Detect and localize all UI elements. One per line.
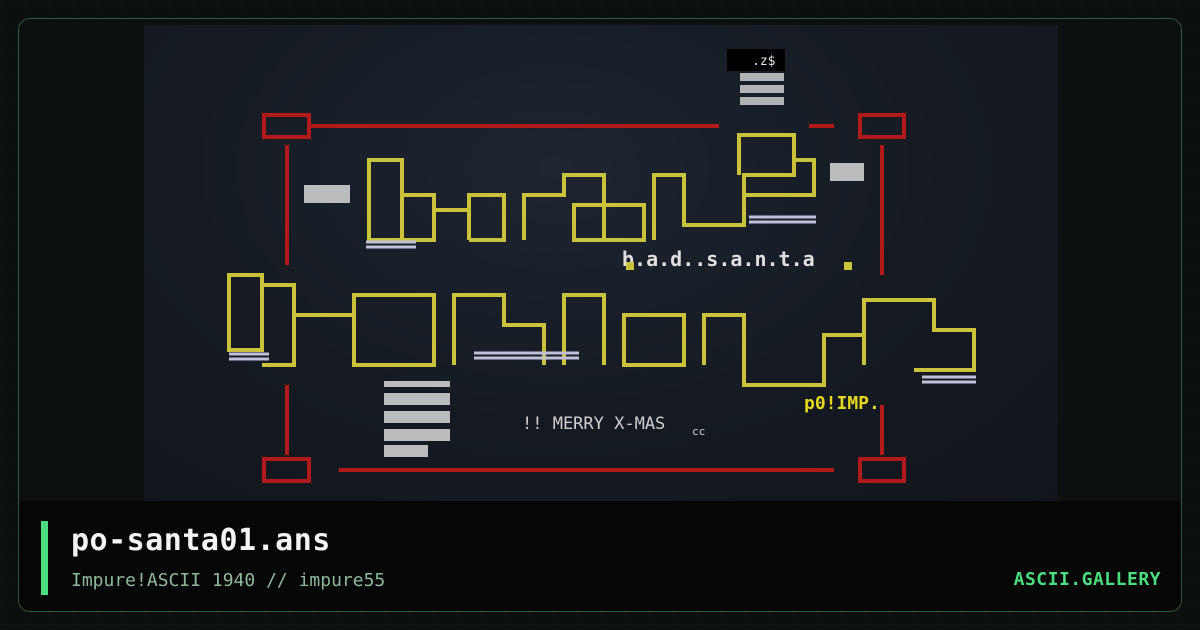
dollar-stack-bottom: [384, 381, 450, 457]
dollar-stack-top: [740, 73, 784, 105]
card-footer: po-santa01.ans Impure!ASCII 1940 // impu…: [19, 501, 1181, 611]
site-brand-link[interactable]: ASCII.GALLERY: [1013, 569, 1161, 590]
logo-bottom-row: [227, 273, 976, 387]
top-tag-text: .z$: [752, 54, 776, 69]
group-tag-text: p0!IMP.: [804, 393, 880, 414]
gallery-card: .z$ b.a.d..s.a.n.t.a: [18, 18, 1182, 612]
sig-dot-right: [844, 262, 852, 270]
arrow-markers: [229, 215, 976, 384]
top-tag-bg: [727, 49, 785, 71]
white-block-left: [304, 185, 350, 203]
greeting-text: !! MERRY X-MAS: [522, 414, 665, 434]
artwork-title[interactable]: po-santa01.ans: [71, 523, 331, 558]
logo-top-row: [367, 133, 816, 242]
cc-mark: cc: [692, 425, 705, 438]
white-block-right: [830, 163, 864, 181]
ansi-artwork-canvas: .z$ b.a.d..s.a.n.t.a: [227, 49, 976, 483]
accent-bar: [41, 521, 48, 595]
ansi-artwork: .z$ b.a.d..s.a.n.t.a: [144, 25, 1058, 501]
sig-line-text: b.a.d..s.a.n.t.a: [622, 247, 815, 271]
artwork-meta: Impure!ASCII 1940 // impure55: [71, 570, 386, 591]
sig-dot-left: [626, 262, 634, 270]
red-border-frame: [262, 113, 906, 483]
